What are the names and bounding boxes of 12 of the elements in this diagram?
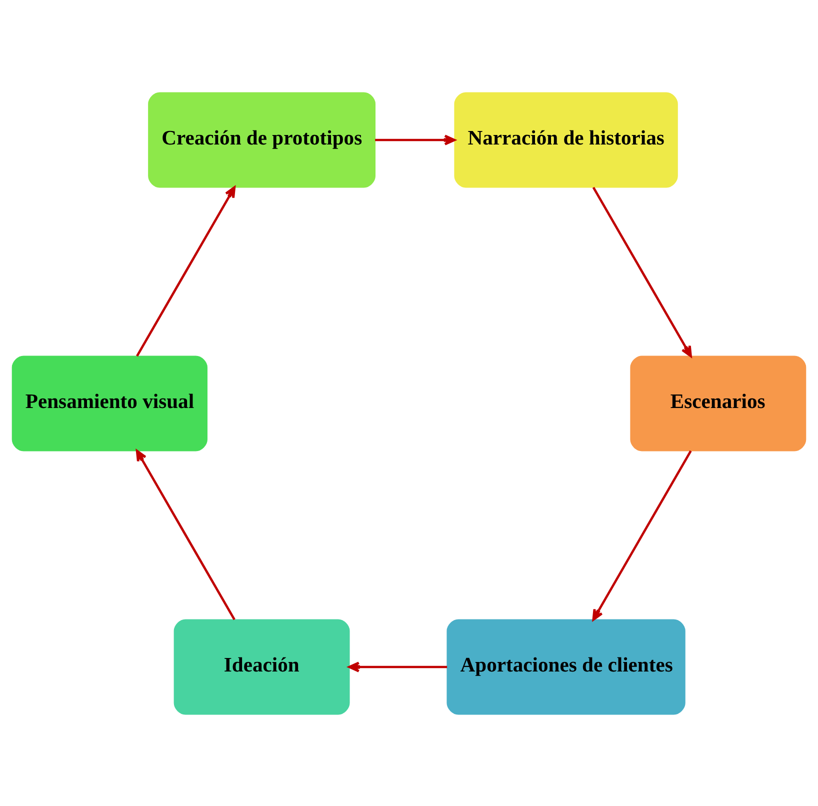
arrow bbox=[592, 186, 692, 357]
arrow bbox=[136, 186, 236, 356]
arrow bbox=[348, 661, 448, 672]
node-box: Narración de historias bbox=[454, 92, 678, 188]
node-box: Creación de prototipos bbox=[148, 92, 376, 188]
node-box: Pensamiento visual bbox=[12, 355, 208, 451]
arrow bbox=[592, 450, 692, 620]
node-box: Ideación bbox=[174, 618, 350, 714]
node-box: Escenarios bbox=[630, 355, 806, 451]
arrow bbox=[136, 449, 236, 620]
node-box: Aportaciones de clientes bbox=[446, 618, 686, 714]
arrow bbox=[375, 134, 456, 145]
